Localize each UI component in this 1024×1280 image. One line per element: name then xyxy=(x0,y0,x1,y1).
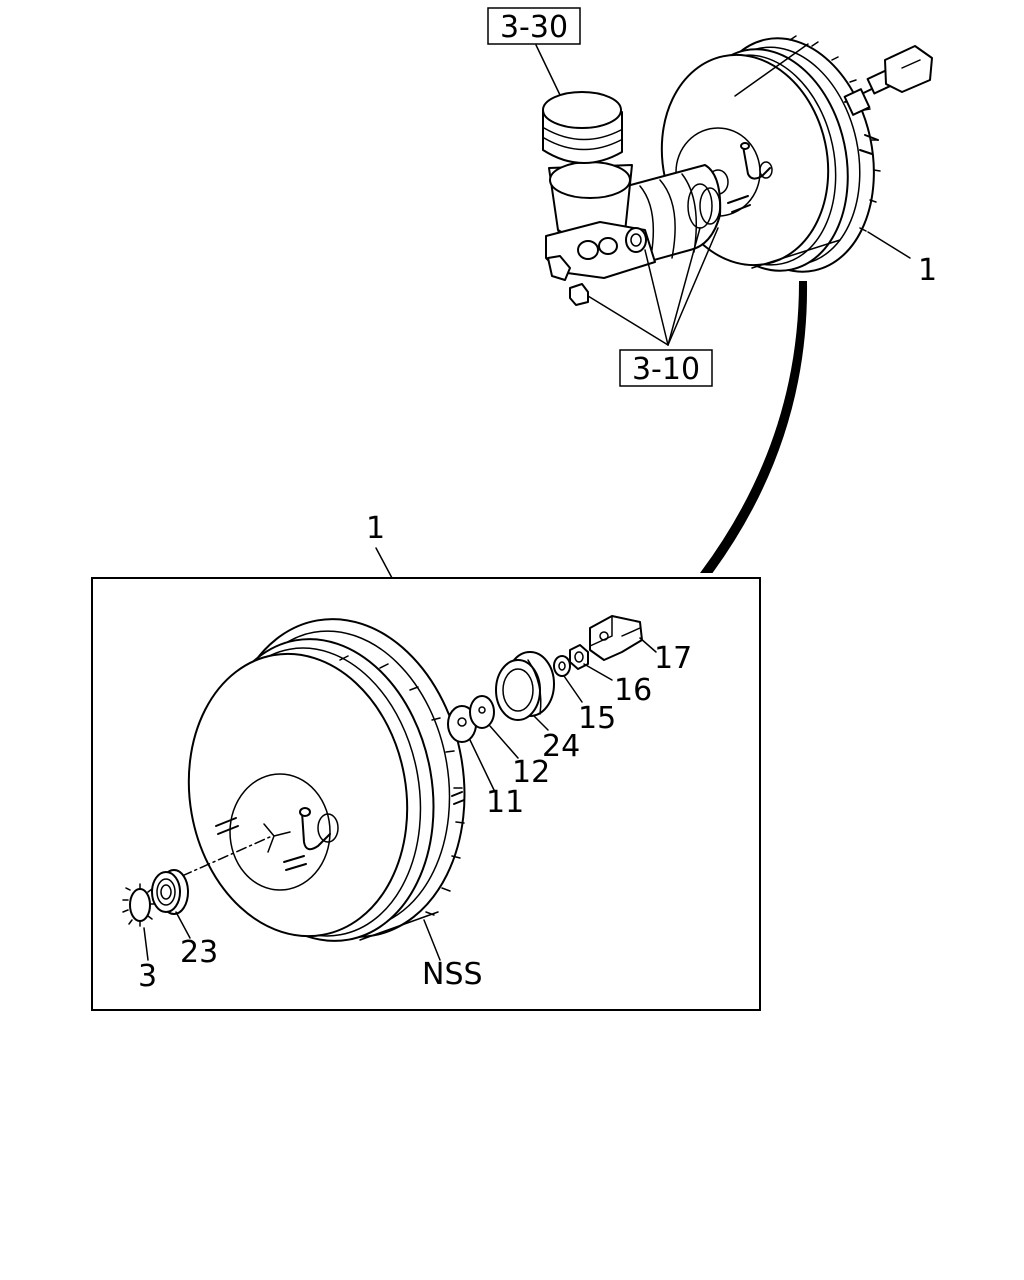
label-12: 12 xyxy=(512,755,550,790)
label-15: 15 xyxy=(578,701,616,736)
label-detail-box: 1 xyxy=(366,511,385,546)
leader-3-10-d xyxy=(667,227,719,346)
part-3-retainer xyxy=(122,883,156,927)
svg-text:3-30: 3-30 xyxy=(500,10,568,45)
leader-3-30 xyxy=(535,44,561,96)
top-master-cylinder xyxy=(542,91,722,306)
part-15-washer xyxy=(553,655,571,677)
svg-text:3-10: 3-10 xyxy=(632,352,700,387)
label-booster-top: 1 xyxy=(918,253,937,288)
detail-booster-shell xyxy=(187,618,466,942)
detail-centerline xyxy=(181,835,273,877)
label-16: 16 xyxy=(614,673,652,708)
detail-connector-curve xyxy=(700,281,808,573)
part-12-disk xyxy=(469,695,495,729)
part-16-nut xyxy=(569,644,589,670)
leader-3-10-c xyxy=(667,227,701,346)
label-11: 11 xyxy=(486,785,524,820)
top-input-rod xyxy=(727,45,933,213)
ref-box-3-30[interactable]: 3-30 xyxy=(487,7,581,45)
label-24: 24 xyxy=(542,729,580,764)
leader-top-1 xyxy=(867,231,911,259)
part-17-clevis xyxy=(589,615,643,661)
detail-box: 1 xyxy=(91,511,761,1011)
label-nss: NSS xyxy=(422,957,483,992)
label-3: 3 xyxy=(138,959,157,994)
part-24-boot xyxy=(495,651,555,721)
part-11-disk xyxy=(447,705,477,743)
label-17: 17 xyxy=(654,641,692,676)
leader-3-10-a xyxy=(587,295,669,346)
top-vacuum-fitting xyxy=(740,142,773,180)
ref-box-3-10[interactable]: 3-10 xyxy=(619,349,713,387)
top-assembly: 3-30 3-10 1 xyxy=(487,7,937,387)
part-23-seal xyxy=(151,869,189,915)
leader-3-10-b xyxy=(644,249,669,346)
label-23: 23 xyxy=(180,935,218,970)
